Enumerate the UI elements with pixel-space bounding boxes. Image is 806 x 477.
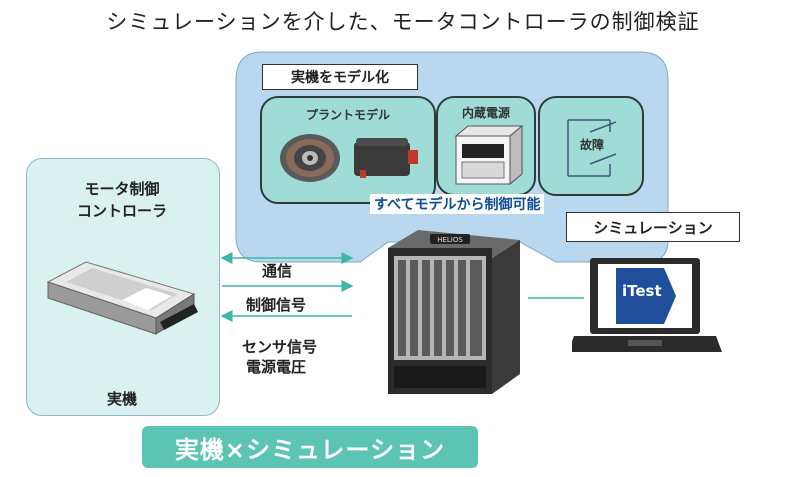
fault-box: 故障 bbox=[538, 96, 644, 196]
model-label: 実機をモデル化 bbox=[262, 64, 418, 90]
hil-brand: HELIOS bbox=[437, 236, 463, 244]
page-title: シミュレーションを介した、モータコントローラの制御検証 bbox=[106, 10, 700, 34]
model-control-callout: すべてモデルから制御可能 bbox=[370, 194, 545, 214]
switch-icon bbox=[567, 119, 617, 177]
hil-rack-icon: HELIOS bbox=[388, 230, 520, 394]
power-supply-icon bbox=[454, 124, 524, 186]
plant-model-label: プラントモデル bbox=[305, 108, 390, 122]
motor-icon bbox=[280, 134, 418, 182]
fault-label: 故障 bbox=[570, 136, 614, 153]
power-supply-label: 内蔵電源 bbox=[461, 106, 510, 120]
control-signal-label: 制御信号 bbox=[246, 296, 307, 314]
controller-title-line1: モータ制御 bbox=[84, 180, 160, 198]
bottom-banner: 実機×シミュレーション bbox=[142, 426, 478, 468]
plant-model-box: プラントモデル bbox=[260, 96, 436, 204]
ecu-icon bbox=[46, 261, 198, 335]
itest-logo: iTest bbox=[622, 282, 662, 300]
controller-title: モータ制御 コントローラ bbox=[26, 178, 218, 222]
comm-label: 通信 bbox=[262, 262, 293, 280]
power-voltage-label: 電源電圧 bbox=[246, 358, 307, 376]
laptop-icon bbox=[572, 258, 722, 352]
simulation-label: シミュレーション bbox=[566, 212, 740, 242]
real-device-label: 実機 bbox=[106, 390, 137, 408]
sensor-signal-label: センサ信号 bbox=[242, 338, 318, 356]
power-supply-box: 内蔵電源 bbox=[436, 96, 536, 196]
controller-title-line2: コントローラ bbox=[76, 202, 167, 220]
